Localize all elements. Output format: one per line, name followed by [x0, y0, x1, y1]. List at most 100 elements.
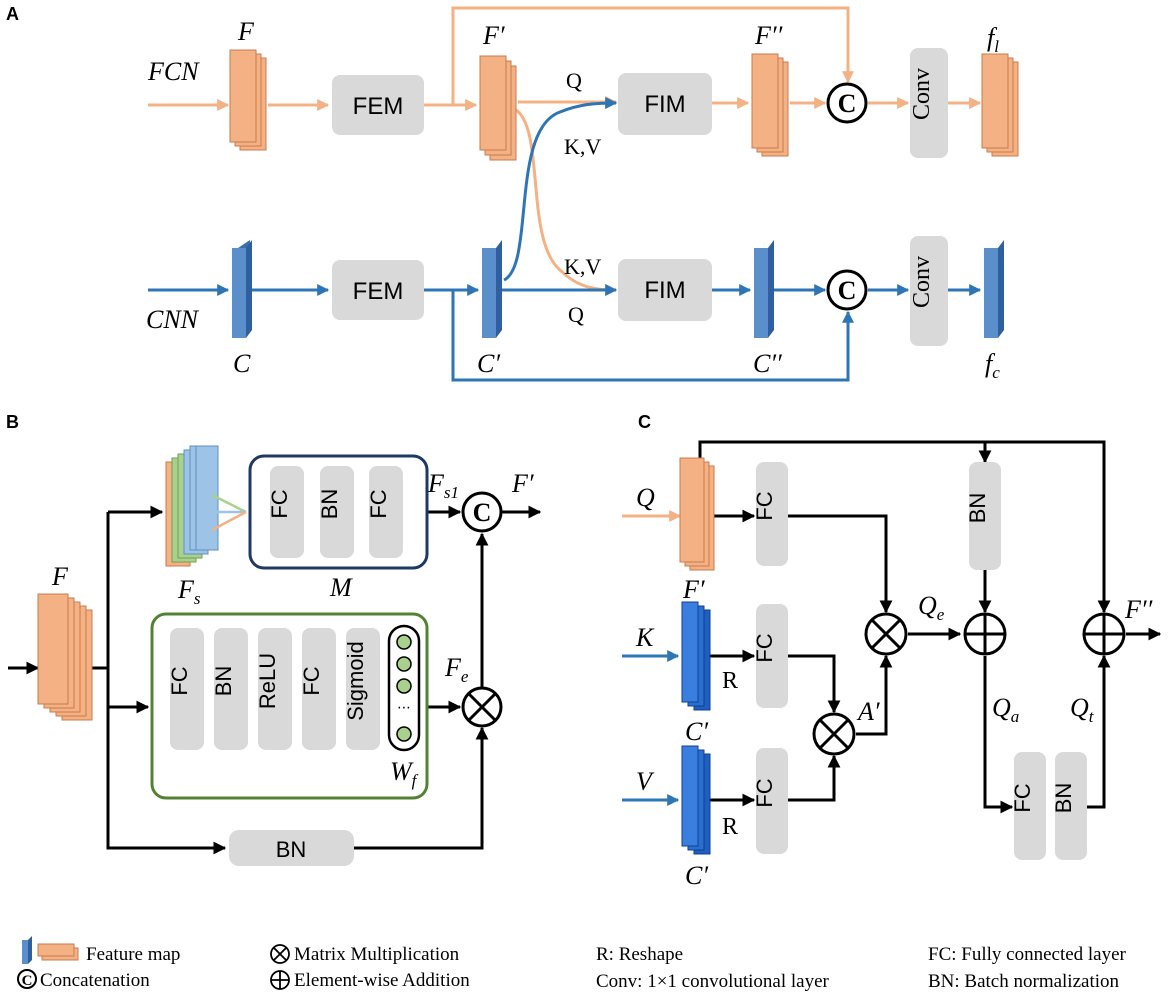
fem-block-top — [332, 75, 424, 135]
feature-map-C-prime — [482, 240, 502, 338]
label-C-dprime: C′′ — [753, 349, 782, 378]
label-kv-bottom: K,V — [564, 254, 601, 279]
svg-text:FC: FC — [752, 633, 777, 662]
add-circle-c-2 — [1082, 612, 1126, 656]
label-kv-top: K,V — [564, 134, 601, 159]
feature-map-F — [229, 49, 267, 151]
svg-text:FC: FC — [752, 778, 777, 807]
feature-map-F-dprime — [751, 53, 789, 157]
svg-text:FC: FC — [366, 489, 391, 518]
label-qe: Qe — [918, 591, 945, 624]
svg-text:FC: FC — [267, 489, 292, 518]
legend-bn: BN: Batch normalization — [928, 971, 1120, 992]
fs-merge-arrows — [211, 493, 247, 532]
svg-text:⋯: ⋯ — [397, 699, 411, 715]
legend-add-icon — [270, 970, 290, 990]
feature-map-f-c — [984, 240, 1004, 338]
svg-text:BN: BN — [965, 493, 990, 524]
legend-matmul-icon — [270, 944, 290, 964]
svg-text:BN: BN — [317, 489, 342, 520]
feature-map-C-prime-k — [681, 601, 711, 711]
legend-feature-map: Feature map — [86, 944, 180, 965]
label-C-prime-k: C′ — [685, 717, 708, 746]
bn-block-qa: BN — [1051, 752, 1087, 860]
feature-map-F-prime — [479, 55, 517, 161]
concat-circle-bottom: C — [826, 269, 868, 311]
label-f-c: fc — [985, 349, 1000, 382]
label-Fs: Fs — [177, 575, 201, 608]
svg-text:ReLU: ReLU — [255, 653, 280, 709]
label-qt: Qt — [1070, 693, 1095, 726]
legend-concat-icon: C — [17, 969, 37, 989]
svg-text:C: C — [473, 498, 492, 527]
label-a-prime: A′ — [856, 697, 880, 726]
panel-c-input-lines — [622, 510, 682, 806]
fc-block-v: FC — [752, 748, 788, 854]
bn-block-c: BN — [965, 462, 1001, 570]
gate-block-bn: BN — [211, 628, 248, 750]
label-Wf: Wf — [390, 757, 419, 790]
label-F-b: F — [51, 562, 69, 591]
conv-label-top: Conv — [909, 68, 935, 120]
gate-block-relu: ReLU — [255, 628, 292, 750]
legend: Feature map C Concatenation Matrix Multi… — [17, 936, 1127, 992]
gate-module — [150, 612, 429, 800]
conv-block-bottom — [910, 236, 948, 346]
weight-vector-icon: ⋯ — [387, 624, 421, 752]
fim-label-bottom: FIM — [644, 277, 685, 304]
svg-text:BN: BN — [211, 666, 236, 697]
concat-circle-top: C — [826, 82, 868, 124]
legend-fc: FC: Fully connected layer — [928, 944, 1127, 965]
svg-text:C: C — [838, 276, 857, 305]
fc-block-q: FC — [752, 462, 788, 566]
label-F-prime-c: F′ — [682, 575, 705, 604]
label-F-prime-b: F′ — [511, 469, 534, 498]
svg-text:BN: BN — [276, 837, 307, 862]
matmul-circle-c-top — [864, 612, 908, 656]
cnn-lines — [148, 97, 982, 382]
label-f-l: fl — [987, 23, 999, 56]
label-k-c: K — [635, 623, 655, 652]
m-block-fc-2: FC — [366, 466, 403, 558]
feature-map-C-prime-v — [681, 745, 711, 855]
fem-label-bottom: FEM — [353, 278, 404, 305]
svg-text:Sigmoid: Sigmoid — [343, 641, 368, 720]
svg-text:FC: FC — [752, 491, 777, 520]
fc-block-qa: FC — [1010, 752, 1046, 860]
label-Fs1: Fs1 — [427, 469, 459, 502]
legend-matmul: Matrix Multiplication — [294, 944, 460, 965]
label-Fe: Fe — [444, 653, 469, 686]
feature-map-C-dprime — [754, 240, 774, 338]
fim-block-top — [618, 73, 712, 135]
conv-label-bottom: Conv — [909, 256, 935, 308]
feature-map-F-b — [37, 593, 93, 721]
fem-label-top: FEM — [353, 93, 404, 120]
label-fcn: FCN — [147, 57, 200, 86]
label-C-prime: C′ — [477, 349, 500, 378]
feature-map-f-l — [981, 53, 1019, 157]
gate-block-fc-2: FC — [299, 628, 336, 750]
matmul-circle-c-bottom — [812, 712, 856, 756]
label-F-dprime-c: F′′ — [1124, 595, 1153, 624]
label-C: C — [233, 349, 251, 378]
fc-block-k: FC — [752, 604, 788, 708]
fim-label-top: FIM — [644, 91, 685, 118]
label-q-c: Q — [636, 483, 655, 512]
gate-block-sigmoid: Sigmoid — [343, 628, 380, 750]
conv-block-top — [910, 48, 948, 158]
legend-reshape: R: Reshape — [596, 944, 683, 965]
label-C-prime-v: C′ — [685, 861, 708, 890]
legend-feature-map-icon — [22, 936, 79, 964]
bn-block-b: BN — [229, 830, 354, 866]
fem-block-bottom — [332, 260, 424, 320]
panel-c-label: C — [638, 412, 651, 432]
m-block-bn: BN — [317, 466, 354, 558]
svg-text:C: C — [22, 973, 33, 989]
feature-map-C — [232, 240, 252, 338]
panel-c-lines — [698, 440, 1162, 814]
svg-text:BN: BN — [1051, 783, 1076, 814]
matmul-circle-b — [461, 686, 503, 728]
legend-conv: Conv: 1×1 convolutional layer — [596, 971, 830, 992]
feature-map-F-prime-c — [679, 457, 715, 571]
